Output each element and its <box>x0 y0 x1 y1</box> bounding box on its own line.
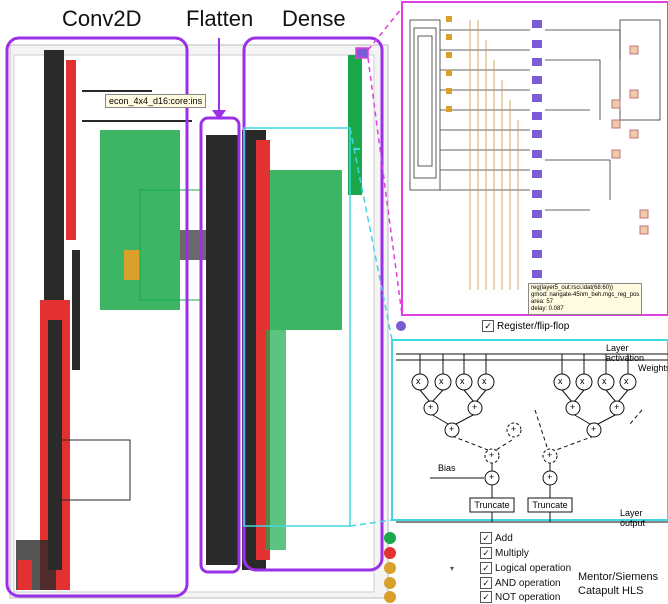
diagram-nodes <box>411 373 637 513</box>
tool-credit: Mentor/Siemens Catapult HLS <box>578 570 658 598</box>
logical-checkbox[interactable]: ✓ <box>480 562 492 574</box>
add-symbol-2: + <box>472 402 478 412</box>
truncate-label-1: Truncate <box>474 500 510 510</box>
legend-logical: ▾ ✓ Logical operation <box>384 561 571 575</box>
add-symbol-1: + <box>428 402 434 412</box>
dense-wires <box>242 55 362 570</box>
mult-symbol-2: x <box>439 376 444 386</box>
truncate-label-2: Truncate <box>532 500 568 510</box>
and-dot <box>384 577 396 589</box>
logical-label: Logical operation <box>495 562 572 574</box>
collapse-arrow-icon[interactable]: ▾ <box>450 563 455 573</box>
zoom-panel <box>401 1 668 316</box>
mult-symbol-7: x <box>602 376 607 386</box>
conv2d-wires <box>16 50 201 590</box>
conv2d-outline <box>5 36 189 598</box>
add-symbol-3: + <box>570 402 576 412</box>
and-checkbox[interactable]: ✓ <box>480 577 492 589</box>
add-symbol-7: + <box>511 424 517 434</box>
legend-and: ✓ AND operation <box>384 576 561 590</box>
mult-symbol-1: x <box>416 376 421 386</box>
tooltip-line1: reg(layer5_out:rsci.idat(68:60)) <box>531 285 614 291</box>
mult-symbol-8: x <box>624 376 629 386</box>
layer-activation-label: Layer activation <box>606 343 645 363</box>
add-symbol-8: + <box>489 450 495 460</box>
conv2d-title: Conv2D <box>62 6 142 31</box>
flatten-title: Flatten <box>186 6 254 31</box>
multiply-dot <box>384 547 396 559</box>
add-symbol-10: + <box>489 472 495 482</box>
add-dot <box>384 532 396 544</box>
add-symbol-5: + <box>449 424 455 434</box>
cyan-mark <box>354 148 360 150</box>
tooltip-line2: gmod: nangate-45nm_beh.mgc_reg_pos <box>531 292 640 298</box>
dense-title: Dense <box>282 6 346 31</box>
add-symbol-4: + <box>614 402 620 412</box>
legend-not: ✓ NOT operation <box>384 590 560 604</box>
mult-symbol-4: x <box>482 376 487 386</box>
zoom-registers <box>532 20 542 278</box>
not-label: NOT operation <box>495 591 561 603</box>
multiply-label: Multiply <box>495 547 529 559</box>
register-checkbox[interactable]: ✓ <box>482 320 494 332</box>
register-tooltip: reg(layer5_out:rsci.idat(68:60)) gmod: n… <box>528 283 643 315</box>
register-legend: ✓ Register/flip-flop <box>396 319 569 333</box>
cyan-region <box>243 127 351 527</box>
register-label: Register/flip-flop <box>497 320 570 332</box>
layer-output-label: Layer output <box>620 508 646 528</box>
tooltip-line3: area: 57 <box>531 299 554 305</box>
mult-symbol-3: x <box>460 376 465 386</box>
diagram-panel <box>391 339 668 521</box>
add-symbol-9: + <box>547 450 553 460</box>
module-tooltip: econ_4x4_d16:core:ins <box>105 94 207 108</box>
add-symbol-6: + <box>591 424 597 434</box>
credit-line1: Mentor/Siemens <box>578 571 659 583</box>
bias-label: Bias <box>438 463 456 473</box>
magenta-region <box>355 47 369 59</box>
weights-label: Weights <box>638 363 668 373</box>
and-label: AND operation <box>495 577 561 589</box>
not-checkbox[interactable]: ✓ <box>480 591 492 603</box>
add-label: Add <box>495 532 513 544</box>
not-dot <box>384 591 396 603</box>
zoom-gold-buffers <box>446 16 452 112</box>
add-symbol-11: + <box>547 472 553 482</box>
add-checkbox[interactable]: ✓ <box>480 532 492 544</box>
mult-symbol-6: x <box>580 376 585 386</box>
logical-dot <box>384 562 396 574</box>
multiply-checkbox[interactable]: ✓ <box>480 547 492 559</box>
diagram-lines <box>396 353 668 523</box>
credit-line2: Catapult HLS <box>578 585 644 597</box>
legend-multiply: ✓ Multiply <box>384 546 529 560</box>
zoom-tan-boxes <box>611 45 649 235</box>
mult-symbol-5: x <box>558 376 563 386</box>
flatten-arrowhead <box>212 110 226 120</box>
legend-add: ✓ Add <box>384 531 513 545</box>
zoom-content <box>409 19 661 211</box>
flatten-wires <box>180 135 238 565</box>
tooltip-line4: delay: 0.087 <box>531 306 564 312</box>
register-dot <box>396 321 406 331</box>
zoom-gold-wires <box>469 20 519 290</box>
